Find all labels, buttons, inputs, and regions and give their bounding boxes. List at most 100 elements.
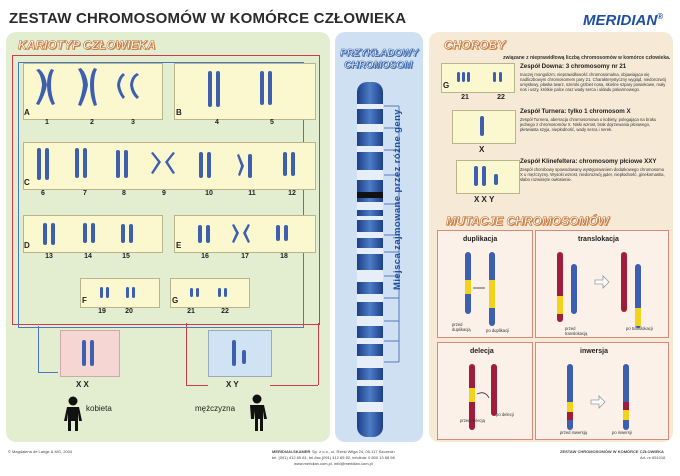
deletion-title: delecja bbox=[470, 348, 494, 355]
klinefelter-sex-label: X X Y bbox=[474, 195, 495, 204]
male-connector-right-end bbox=[270, 385, 318, 386]
group-e-chromosomes bbox=[198, 224, 288, 243]
group-a-label: A bbox=[24, 108, 30, 117]
male-sex-chromosomes bbox=[208, 330, 272, 377]
woman-label: kobieta bbox=[86, 404, 112, 413]
group-b-label: B bbox=[176, 108, 182, 117]
klinefelter-karyotype-box bbox=[456, 160, 520, 194]
group-c-label: C bbox=[24, 178, 30, 187]
duplication-title: duplikacja bbox=[463, 236, 498, 243]
turner-sex-label: X bbox=[479, 145, 485, 154]
chromosome-number: 3 bbox=[131, 119, 135, 126]
group-f-label: F bbox=[82, 296, 87, 305]
brand-mark: ® bbox=[657, 12, 664, 21]
diseases-subtitle: związane z nieprawidłową liczbą chromoso… bbox=[503, 55, 671, 61]
down-group-label: G bbox=[443, 81, 450, 90]
chromosome-number: 4 bbox=[215, 119, 219, 126]
inversion-diagram bbox=[567, 364, 629, 430]
deletion-before-label: przed delecją bbox=[460, 418, 485, 423]
chromosome-number: 14 bbox=[84, 253, 92, 260]
group-d-label: D bbox=[24, 241, 30, 250]
example-vertical-label: Miejsca zajmowane przez różne geny bbox=[392, 109, 403, 290]
chromosome-number: 12 bbox=[288, 190, 296, 197]
footer-publisher-web: www.meridian.com.pl, info@meridian.com.p… bbox=[294, 461, 373, 466]
karyotype-heading: KARIOTYP CZŁOWIEKA bbox=[18, 38, 156, 53]
group-g-chromosomes bbox=[190, 288, 227, 297]
group-c-chromosomes bbox=[37, 148, 295, 180]
inversion-before-label: przed inwersją bbox=[560, 430, 587, 435]
chromosome-number: 21 bbox=[187, 308, 195, 315]
deletion-box bbox=[437, 342, 533, 440]
chromosome-number: 20 bbox=[125, 308, 133, 315]
female-connector-frame bbox=[18, 62, 304, 328]
footer-article-number: Art. nr 651016 bbox=[640, 455, 666, 460]
duplication-before-label: przed duplikacją bbox=[452, 322, 471, 332]
turner-title: Zespół Turnera: tylko 1 chromosom X bbox=[520, 108, 631, 115]
group-f-box bbox=[80, 278, 160, 308]
brand-name: MERIDIAN bbox=[583, 12, 658, 29]
down-number: 21 bbox=[461, 94, 469, 101]
chromosome-number: 11 bbox=[248, 190, 256, 197]
chromosome-number: 1 bbox=[45, 119, 49, 126]
chromosome-number: 19 bbox=[98, 308, 106, 315]
footer-copyright: © Magdalena de Lange & MG, 2004 bbox=[8, 449, 73, 454]
group-f-chromosomes bbox=[100, 287, 135, 298]
chromosome-number: 8 bbox=[122, 190, 126, 197]
example-heading-line1: PRZYKŁADOWY bbox=[340, 48, 419, 60]
chromosome-number: 5 bbox=[270, 119, 274, 126]
chromosome-number: 10 bbox=[205, 190, 213, 197]
chromosome-number: 18 bbox=[280, 253, 288, 260]
example-chromosome-diagram bbox=[357, 82, 400, 437]
footer-chart-name: ZESTAW CHROMOSOMÓW W KOMÓRCE CZŁOWIEKA bbox=[560, 449, 664, 454]
inversion-box bbox=[535, 342, 669, 440]
duplication-after-label: po duplikacji bbox=[486, 328, 510, 333]
down-number: 22 bbox=[497, 94, 505, 101]
turner-chromosome bbox=[480, 116, 484, 136]
inversion-after-label: po inwersji bbox=[612, 430, 632, 435]
page-title: ZESTAW CHROMOSOMÓW W KOMÓRCE CZŁOWIEKA bbox=[9, 10, 407, 27]
group-e-label: E bbox=[176, 241, 182, 250]
down-description: Inaczej mongolizm, nieprawidłowość chrom… bbox=[520, 72, 666, 92]
down-karyotype-box bbox=[441, 63, 515, 93]
man-label: mężczyzna bbox=[195, 404, 236, 413]
chromosome-number: 6 bbox=[41, 190, 45, 197]
chromosome-number: 17 bbox=[241, 253, 249, 260]
group-g-label: G bbox=[172, 296, 179, 305]
translocation-before-label: przed translokacją bbox=[565, 326, 588, 336]
footer-publisher-name: MERIDIAN-SKAMER bbox=[272, 449, 311, 454]
brand-logo: MERIDIAN® bbox=[583, 12, 663, 29]
woman-icon bbox=[64, 396, 82, 431]
male-connector-frame bbox=[12, 55, 320, 325]
group-g-box bbox=[170, 278, 250, 308]
footer-publisher-address: Sp. z o.o., ul. Rzeki Wilga 24, 05-117 S… bbox=[312, 449, 395, 454]
female-connector-line bbox=[38, 326, 39, 372]
chromosome-number: 15 bbox=[122, 253, 130, 260]
female-connector-end bbox=[38, 372, 58, 373]
footer-publisher-contact: tel. (091) 412 65 81, tel./fax (091) 412… bbox=[272, 455, 395, 460]
inversion-title: inwersja bbox=[580, 348, 609, 355]
translocation-after-label: po translokacji bbox=[626, 326, 653, 331]
klinefelter-description: Zespół chorobowy spowodowany występowani… bbox=[520, 167, 665, 182]
klinefelter-title: Zespół Klinefeltera: chromosomy płciowe … bbox=[520, 158, 657, 165]
klinefelter-chromosomes bbox=[474, 166, 498, 186]
mutations-heading: MUTACJE CHROMOSOMÓW bbox=[446, 214, 610, 229]
chromosome-number: 13 bbox=[45, 253, 53, 260]
translocation-diagram bbox=[557, 252, 641, 328]
female-sex-label: X X bbox=[76, 380, 89, 389]
deletion-diagram bbox=[469, 364, 497, 430]
group-b-chromosomes bbox=[208, 71, 272, 107]
male-connector-right bbox=[318, 323, 319, 385]
male-connector-end bbox=[186, 385, 208, 386]
female-chromosome-icons bbox=[82, 340, 94, 366]
group-d-chromosomes bbox=[43, 223, 133, 245]
male-connector-line bbox=[186, 323, 187, 385]
male-sex-label: X Y bbox=[226, 380, 239, 389]
example-heading-line2: CHROMOSOM bbox=[344, 60, 413, 72]
chromosome-number: 2 bbox=[90, 119, 94, 126]
group-a-chromosomes bbox=[36, 68, 139, 106]
chromosome-number: 16 bbox=[201, 253, 209, 260]
duplication-diagram bbox=[465, 252, 495, 326]
chromosome-number: 22 bbox=[221, 308, 229, 315]
turner-description: Zespół Turnera, aberracja chromosomowa u… bbox=[520, 117, 657, 132]
down-chromosomes bbox=[457, 72, 502, 82]
